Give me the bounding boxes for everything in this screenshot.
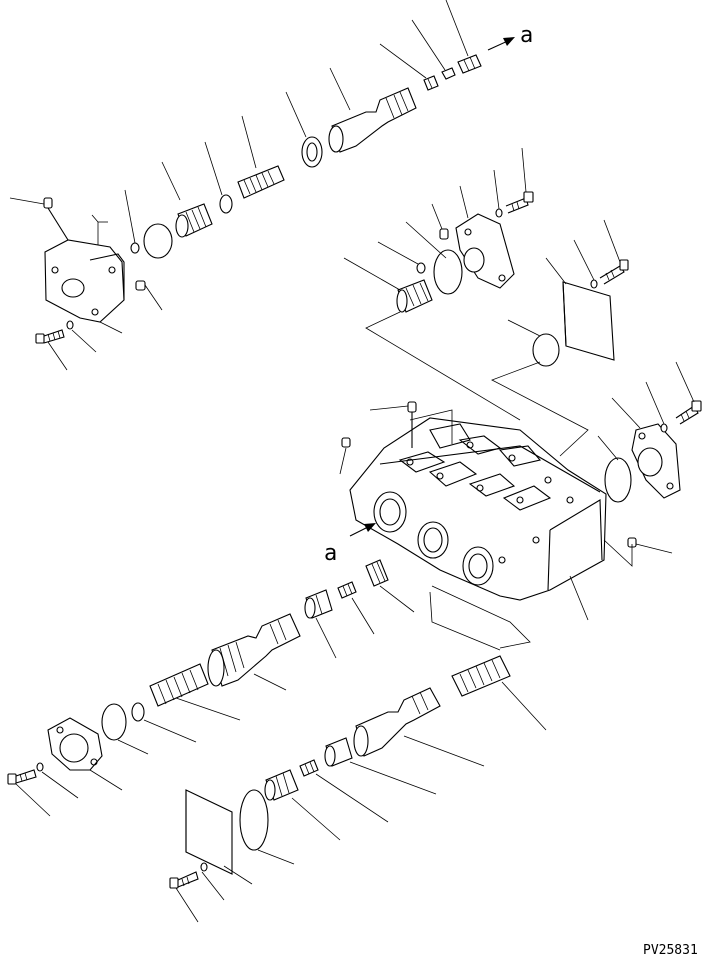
upper-seal-ring [301, 136, 323, 168]
plate-bolt [590, 259, 629, 289]
upper-cover-bolt [35, 320, 74, 344]
spring-retainer-upper [219, 194, 233, 214]
lower-bracket-o-ring [604, 457, 632, 503]
upper-leader-lines [9, 0, 469, 371]
lower-spool-assembly [7, 559, 547, 923]
bracket-plug [439, 228, 449, 240]
lower-main-spool [207, 613, 301, 687]
drawing-number: PV25831 [643, 943, 698, 958]
lower-small-spring [337, 581, 357, 599]
second-small-spring [299, 759, 319, 777]
lower-o-ring [101, 703, 127, 741]
lower-plug-2 [304, 589, 333, 619]
lower-long-spring [149, 663, 209, 707]
flat-cover-plate [562, 281, 615, 361]
body-leader-lines [339, 405, 673, 649]
flow-arrow-top [487, 37, 515, 51]
lower-leader-lines [15, 585, 547, 923]
upper-spring-2 [237, 165, 285, 199]
second-spool-spring [451, 655, 511, 697]
second-o-ring [239, 789, 269, 851]
flow-arrow-body [349, 523, 376, 537]
plate-o-ring [532, 333, 560, 367]
cover-plug [135, 280, 146, 291]
side-piston [396, 279, 433, 313]
side-o-ring-large [433, 249, 463, 295]
flow-label-top: a [520, 23, 533, 48]
upper-spool-assembly: a [9, 0, 533, 371]
lower-flat-plate [185, 789, 233, 875]
lower-plug-1 [365, 559, 389, 587]
flow-label-body: a [324, 541, 337, 566]
valve-body: a [324, 401, 673, 649]
small-o-ring-upper [130, 242, 140, 254]
lower-plate-bolt [169, 862, 208, 889]
bracket-bolt [495, 191, 534, 218]
lower-bracket-bolt [660, 400, 702, 433]
body-plug-left [341, 437, 351, 448]
lower-retainer-ring [131, 702, 145, 722]
upper-small-spring [423, 75, 439, 91]
second-piston [264, 769, 299, 801]
lower-bracket-cover [631, 423, 681, 499]
side-o-ring-small [416, 262, 426, 274]
right-leader-lines [343, 147, 695, 461]
second-plug [324, 737, 353, 767]
cover-bolt-top [43, 197, 69, 241]
upper-small-ring [441, 67, 456, 80]
body-bolt-top [407, 401, 417, 448]
upper-end-cover [44, 239, 125, 323]
upper-bracket-cover [455, 213, 515, 289]
second-main-spool [353, 687, 441, 757]
lower-end-cover [47, 717, 103, 771]
large-o-ring-upper [143, 223, 173, 259]
upper-plug [457, 54, 482, 74]
lower-cover-bolt [7, 762, 44, 785]
upper-main-spool [328, 87, 417, 153]
upper-spring-1 [175, 203, 213, 238]
right-side-covers [343, 147, 702, 503]
